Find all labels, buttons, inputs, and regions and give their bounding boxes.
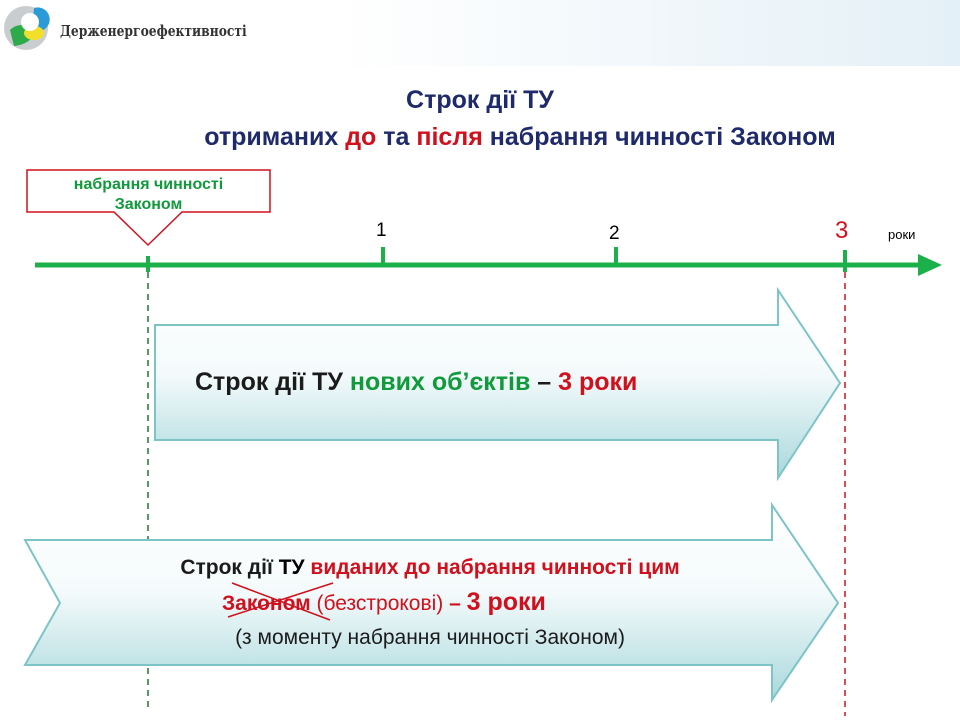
tick-label-2: 2 [609, 223, 620, 244]
title-line-2: отриманих до та після набрання чинності … [204, 123, 836, 151]
header-band [0, 0, 960, 66]
title-line-1: Строк дії ТУ [406, 86, 554, 114]
unit-label: роки [888, 227, 916, 242]
strikethrough-cross-icon [227, 582, 334, 621]
arrow-new-text: Строк дії ТУ нових об’єктів – 3 роки [195, 368, 638, 396]
logo-icon [4, 6, 50, 50]
callout-shape [26, 169, 271, 247]
tick-label-1: 1 [376, 220, 387, 241]
org-name: Держенергоефективності [60, 22, 247, 40]
arrow-old-objects [23, 501, 840, 704]
timeline-ticks [146, 247, 847, 272]
arrow-new-objects [154, 286, 842, 482]
tick-label-3: 3 [835, 217, 849, 244]
arrow-old-line-1: Строк дії ТУ виданих до набрання чинност… [180, 556, 680, 579]
arrow-old-line-3: (з моменту набрання чинності Законом) [235, 626, 625, 649]
timeline-arrowhead [918, 254, 942, 276]
arrow-old-line-2: Законом (безстрокові) – 3 роки [222, 588, 546, 616]
